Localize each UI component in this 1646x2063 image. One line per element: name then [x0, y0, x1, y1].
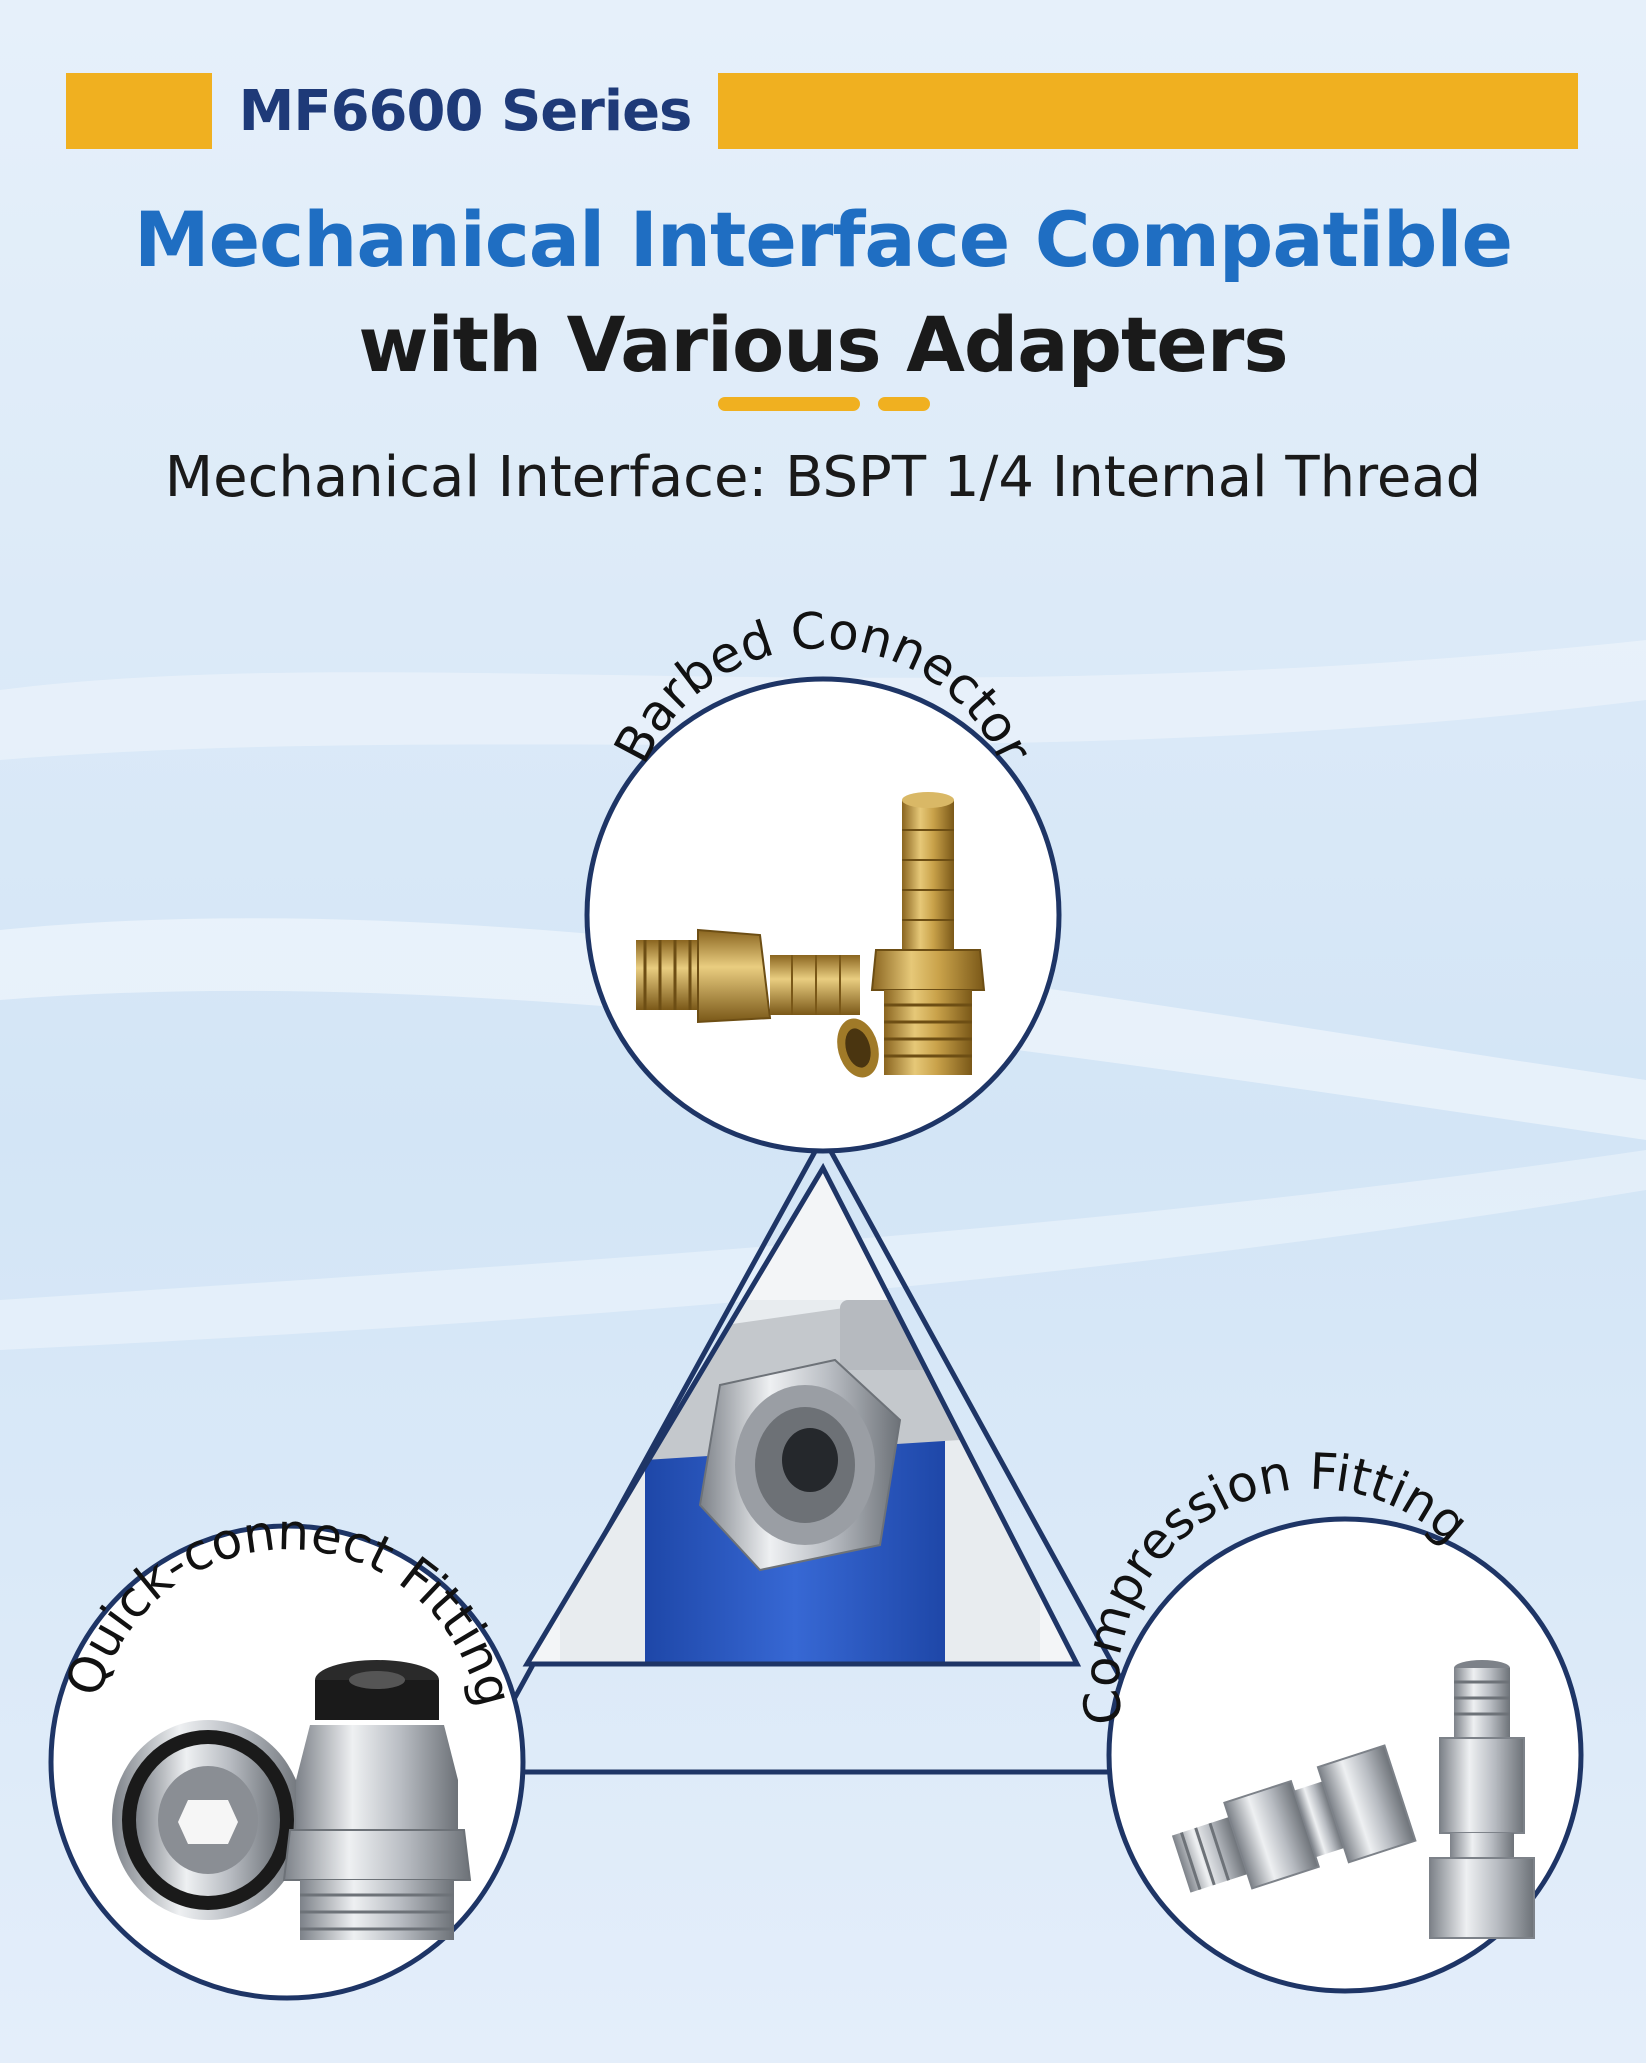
headline-line-1: Mechanical Interface Compatible: [133, 195, 1513, 284]
interface-subtitle: Mechanical Interface: BSPT 1/4 Internal …: [164, 445, 1482, 510]
barbed-fitting-horizontal: [636, 928, 879, 1078]
quick-connect-ring: [112, 1720, 304, 1920]
compression-fitting-vertical: [1429, 1660, 1535, 1939]
header-accent-bar-right: [718, 73, 1578, 149]
quick-connect-fitting: [282, 1660, 472, 1940]
series-title: MF6600 Series: [238, 78, 693, 144]
circle-barbed-connector: Barbed Connector: [584, 602, 1062, 1154]
inner-triangle: [527, 1168, 1077, 1664]
header-accent-bar-left: [66, 73, 212, 149]
headline-line-2: with Various Adapters: [358, 300, 1288, 389]
compression-fitting-angled: [1171, 1744, 1417, 1893]
circle-quick-connect-fitting: Quick-connect Fitting: [48, 1503, 526, 2001]
circle-compression-fitting: Compression Fitting: [1072, 1443, 1584, 1994]
outer-triangle: [469, 1131, 1177, 1775]
barbed-fitting-vertical: [870, 792, 986, 1075]
headline-underline-dot: [878, 397, 930, 411]
headline-underline-dash: [718, 397, 860, 411]
